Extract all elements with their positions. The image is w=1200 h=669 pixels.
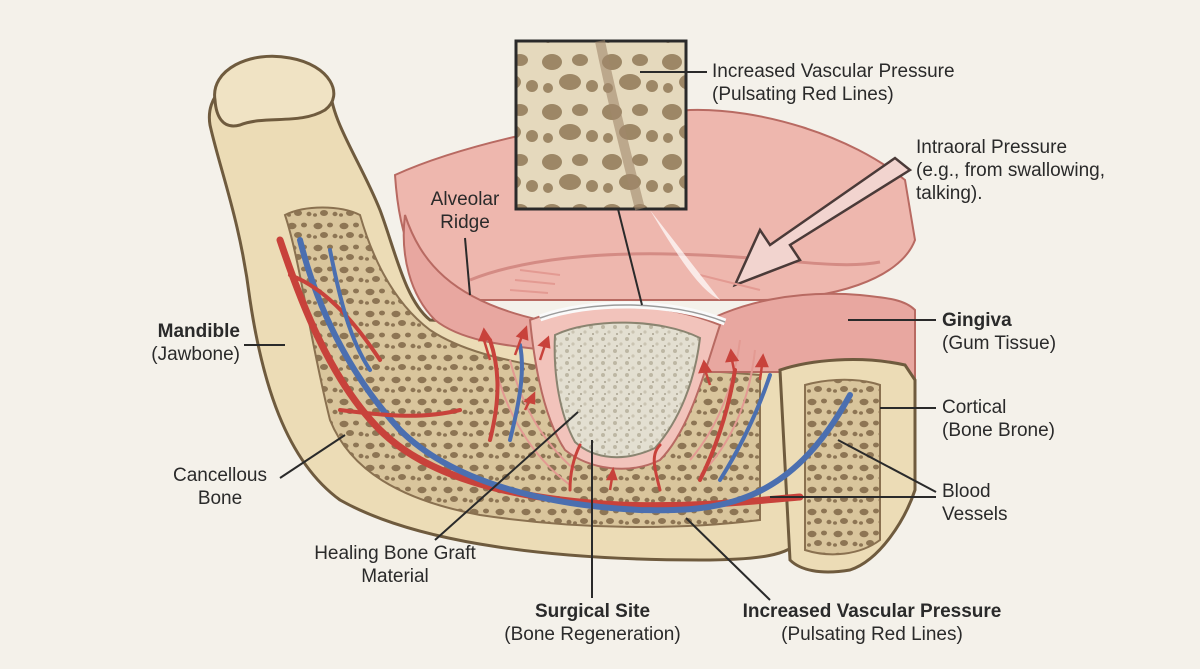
vascular-top-line1: Increased Vascular Pressure — [712, 61, 955, 82]
label-intraoral: Intraoral Pressure (e.g., from swallowin… — [916, 136, 1136, 205]
cancellous-line2: Bone — [197, 488, 243, 509]
cancellous-line1: Cancellous — [173, 465, 267, 486]
surgical-site-title: Surgical Site — [534, 601, 651, 622]
intraoral-line1: Intraoral Pressure — [916, 137, 1068, 158]
alveolar-line1: Alveolar — [430, 189, 500, 210]
condyle — [213, 54, 336, 128]
label-healing-graft: Healing Bone Graft Material — [300, 542, 490, 588]
cortical-line1: Cortical — [942, 397, 1007, 418]
blood-vessels-line1: Blood — [942, 481, 991, 502]
intraoral-line2: (e.g., from swallowing, — [916, 160, 1106, 181]
gingiva-sub: (Gum Tissue) — [942, 333, 1057, 354]
intraoral-pressure-arrow — [699, 156, 913, 291]
label-surgical-site: Surgical Site (Bone Regeneration) — [490, 600, 695, 646]
label-gingiva: Gingiva (Gum Tissue) — [942, 309, 1082, 355]
blood-vessels — [276, 236, 853, 514]
leader-lines — [244, 71, 937, 601]
vascular-bottom-title: Increased Vascular Pressure — [742, 601, 1002, 622]
intraoral-line3: talking). — [916, 183, 983, 204]
vascular-bottom-sub: (Pulsating Red Lines) — [781, 624, 963, 645]
vein-main — [297, 237, 853, 514]
label-vascular-top: Increased Vascular Pressure (Pulsating R… — [712, 60, 972, 106]
cortical-line2: (Bone Brone) — [942, 420, 1056, 441]
label-mandible: Mandible (Jawbone) — [140, 320, 240, 366]
vascular-top-line2: (Pulsating Red Lines) — [712, 84, 894, 105]
mandible-title: Mandible — [157, 321, 240, 342]
pressure-arrows — [478, 325, 769, 491]
label-cancellous: Cancellous Bone — [160, 464, 280, 510]
label-cortical: Cortical (Bone Brone) — [942, 396, 1082, 442]
label-vascular-bottom: Increased Vascular Pressure (Pulsating R… — [722, 600, 1022, 646]
blood-vessels-line2: Vessels — [942, 504, 1008, 525]
label-blood-vessels: Blood Vessels — [942, 480, 1042, 526]
surgical-site-sub: (Bone Regeneration) — [504, 624, 681, 645]
gum-inner-shadow — [469, 252, 881, 282]
cortical-spongy — [804, 378, 881, 556]
zoom-inset — [514, 39, 720, 300]
healing-graft-line1: Healing Bone Graft — [314, 543, 476, 564]
label-alveolar: Alveolar Ridge — [415, 188, 515, 234]
graft-material — [553, 321, 702, 459]
alveolar-line2: Ridge — [440, 212, 490, 233]
gingiva-title: Gingiva — [942, 310, 1012, 331]
healing-graft-line2: Material — [361, 566, 429, 587]
membrane-edge — [539, 304, 726, 323]
mandible-sub: (Jawbone) — [151, 344, 240, 365]
